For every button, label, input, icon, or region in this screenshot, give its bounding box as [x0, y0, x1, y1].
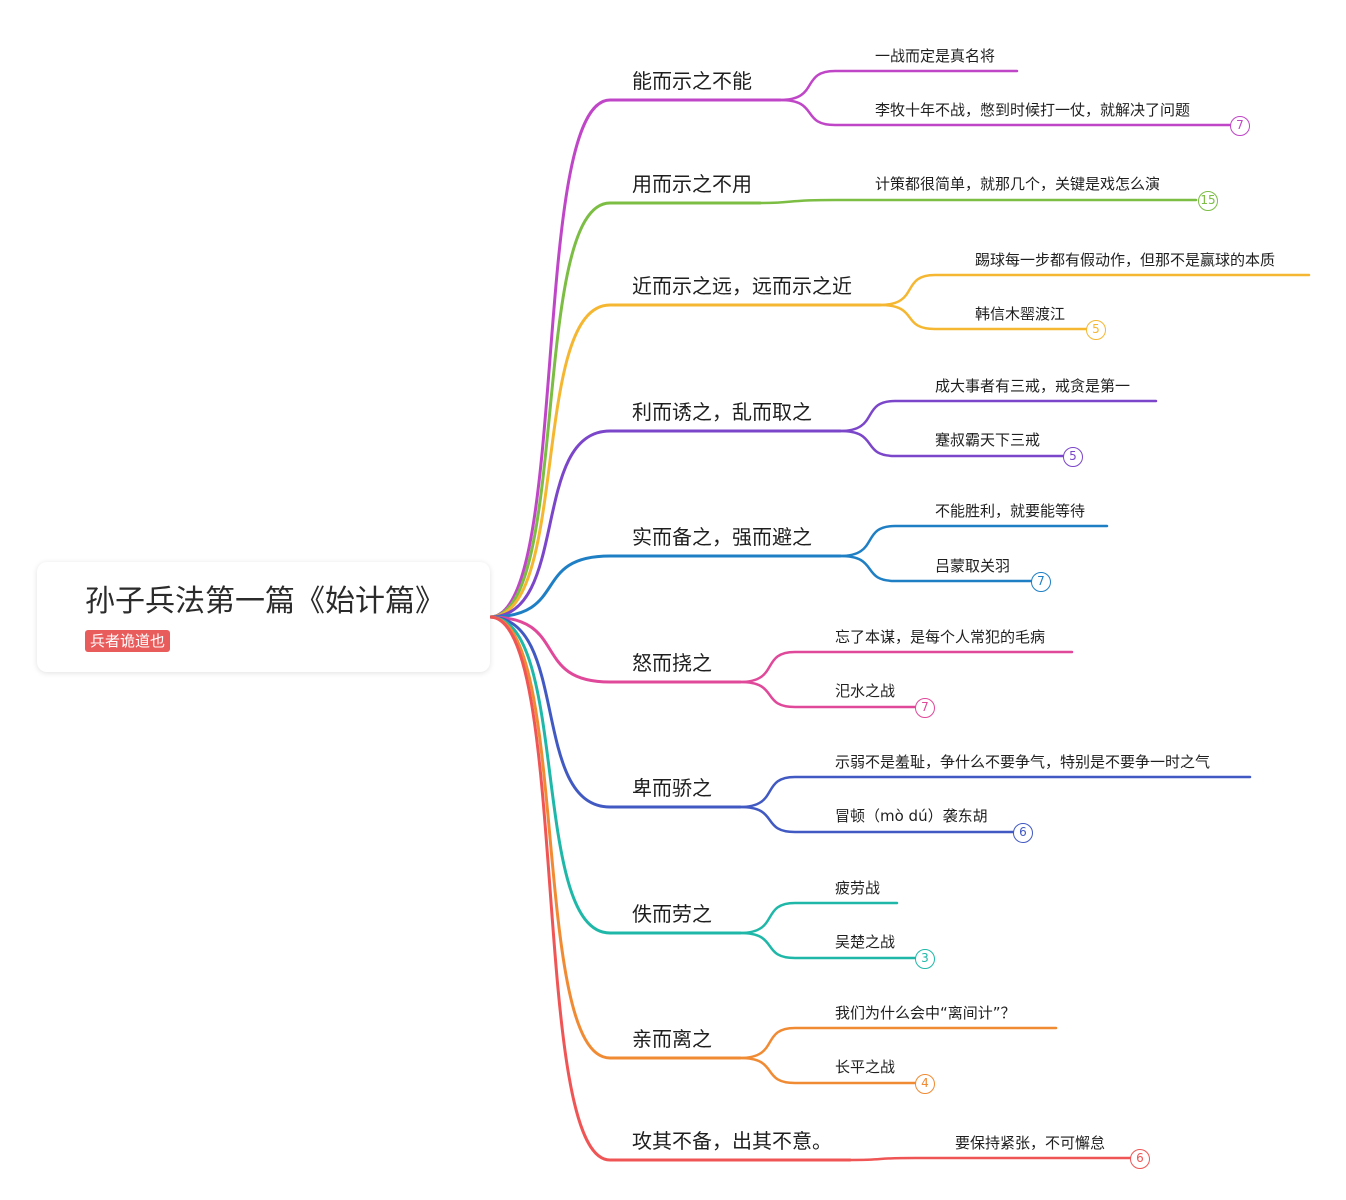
leaf-connector: [848, 1156, 1132, 1162]
branch-label[interactable]: 利而诱之，乱而取之: [632, 400, 812, 424]
branch-connector: [488, 201, 762, 619]
branch-connector: [488, 303, 882, 619]
leaf-connector: [838, 429, 1065, 458]
collapsed-count-badge[interactable]: 6: [1130, 1149, 1150, 1169]
leaf-connector: [778, 69, 1019, 102]
collapsed-count-badge[interactable]: 7: [915, 698, 935, 718]
collapsed-count-badge[interactable]: 5: [1086, 320, 1106, 340]
leaf-connector: [738, 931, 917, 960]
collapsed-count-badge[interactable]: 6: [1013, 823, 1033, 843]
leaf-connector: [838, 524, 1109, 558]
leaf-label[interactable]: 蹇叔霸天下三戒: [935, 431, 1041, 449]
leaf-connector: [738, 805, 1015, 834]
leaf-connector: [738, 680, 917, 709]
branch-label[interactable]: 亲而离之: [632, 1027, 712, 1051]
branch-connector: [488, 615, 742, 1060]
branch-connector: [488, 615, 852, 1162]
leaf-connector: [878, 303, 1088, 331]
leaf-connector: [738, 1026, 1058, 1060]
leaf-label[interactable]: 计策都很简单，就那几个，关键是戏怎么演: [875, 175, 1161, 193]
collapsed-count-badge[interactable]: 4: [915, 1074, 935, 1094]
leaf-label[interactable]: 不能胜利，就要能等待: [935, 502, 1086, 520]
leaf-label[interactable]: 吕蒙取关羽: [935, 557, 1011, 575]
leaf-connector: [738, 1056, 917, 1085]
branch-connector: [488, 554, 842, 619]
leaf-label[interactable]: 成大事者有三戒，戒贪是第一: [935, 377, 1131, 395]
root-node[interactable]: 孙子兵法第一篇《始计篇》 兵者诡道也: [37, 562, 490, 672]
collapsed-count-badge[interactable]: 5: [1063, 447, 1083, 467]
branch-connector: [488, 429, 842, 619]
collapsed-count-badge[interactable]: 7: [1230, 116, 1250, 136]
leaf-label[interactable]: 我们为什么会中“离间计”？: [835, 1004, 1016, 1022]
leaf-connector: [738, 901, 899, 935]
root-title: 孙子兵法第一篇《始计篇》: [85, 584, 445, 619]
branch-label[interactable]: 实而备之，强而避之: [632, 525, 812, 549]
leaf-connector: [738, 775, 1252, 809]
leaf-label[interactable]: 疲劳战: [835, 879, 881, 897]
leaf-label[interactable]: 吴楚之战: [835, 933, 896, 951]
collapsed-count-badge[interactable]: 7: [1031, 572, 1051, 592]
branch-label[interactable]: 近而示之远，远而示之近: [632, 274, 852, 298]
leaf-label[interactable]: 长平之战: [835, 1058, 896, 1076]
root-tag: 兵者诡道也: [85, 630, 171, 652]
leaf-label[interactable]: 韩信木罂渡江: [975, 305, 1066, 323]
leaf-connector: [838, 399, 1158, 433]
branch-connector: [488, 615, 742, 935]
collapsed-count-badge[interactable]: 3: [915, 949, 935, 969]
branch-label[interactable]: 卑而骄之: [632, 776, 712, 800]
branch-label[interactable]: 怒而挠之: [632, 651, 712, 675]
branch-label[interactable]: 佚而劳之: [632, 902, 712, 926]
leaf-connector: [878, 273, 1311, 307]
leaf-label[interactable]: 汜水之战: [835, 682, 896, 700]
branch-label[interactable]: 能而示之不能: [632, 69, 752, 93]
leaf-label[interactable]: 一战而定是真名将: [875, 47, 996, 65]
leaf-connector: [838, 554, 1033, 583]
leaf-label[interactable]: 踢球每一步都有假动作，但那不是赢球的本质: [975, 251, 1276, 269]
branch-connector: [488, 615, 742, 684]
leaf-connector: [778, 98, 1232, 127]
collapsed-count-badge[interactable]: 15: [1198, 191, 1218, 211]
leaf-label[interactable]: 示弱不是羞耻，争什么不要争气，特别是不要争一时之气: [835, 753, 1211, 771]
branch-label[interactable]: 攻其不备，出其不意。: [632, 1129, 832, 1153]
leaf-connector: [758, 198, 1198, 205]
leaf-connector: [738, 650, 1074, 684]
branch-connector: [488, 615, 742, 809]
branch-connector: [488, 98, 782, 619]
branch-label[interactable]: 用而示之不用: [632, 172, 752, 196]
leaf-label[interactable]: 冒顿（mò dú）袭东胡: [835, 807, 988, 825]
leaf-label[interactable]: 要保持紧张，不可懈怠: [955, 1134, 1106, 1152]
leaf-label[interactable]: 忘了本谋，是每个人常犯的毛病: [835, 628, 1046, 646]
leaf-label[interactable]: 李牧十年不战，憋到时候打一仗，就解决了问题: [875, 101, 1191, 119]
